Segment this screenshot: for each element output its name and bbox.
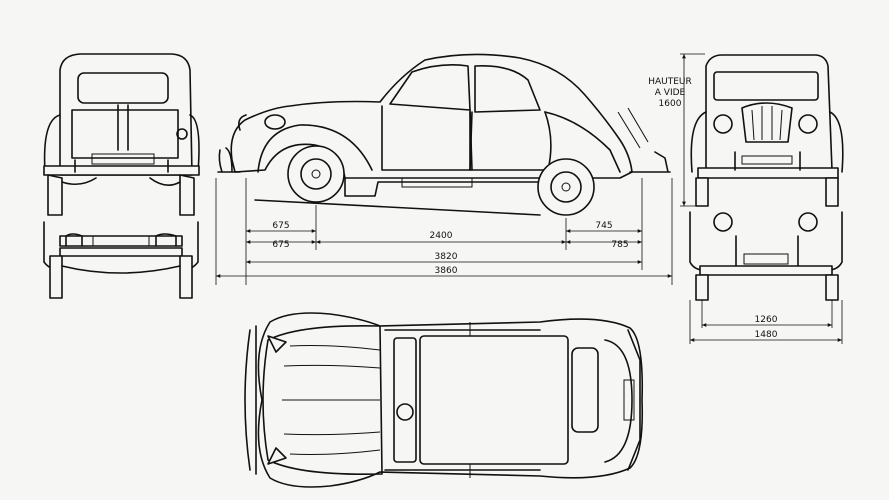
side-view-drawing [217, 53, 671, 216]
dim-front-overhang-top: 675 [272, 221, 289, 231]
rear-underside-drawing [43, 221, 199, 299]
dim-rear-overhang-bottom: 785 [611, 240, 628, 250]
track-dimension-lines [689, 300, 843, 344]
height-note-line2: A VIDE [655, 88, 686, 98]
dim-width: 1480 [755, 330, 778, 340]
dim-wheelbase: 2400 [430, 231, 453, 241]
rear-view-drawing [43, 53, 200, 216]
side-dimension-lines [215, 178, 673, 285]
dim-front-overhang-bottom: 675 [272, 240, 289, 250]
height-note-line3: 1600 [659, 99, 682, 109]
front-view-drawing [690, 54, 844, 207]
dim-track: 1260 [755, 315, 778, 325]
front-underside-drawing [689, 211, 843, 301]
dim-rear-overhang-top: 745 [595, 221, 612, 231]
height-dimension [680, 53, 705, 207]
height-note-line1: HAUTEUR [648, 77, 692, 87]
dim-length-body: 3820 [435, 252, 458, 262]
top-view-drawing [244, 312, 644, 488]
dim-length-overall: 3860 [435, 266, 458, 276]
